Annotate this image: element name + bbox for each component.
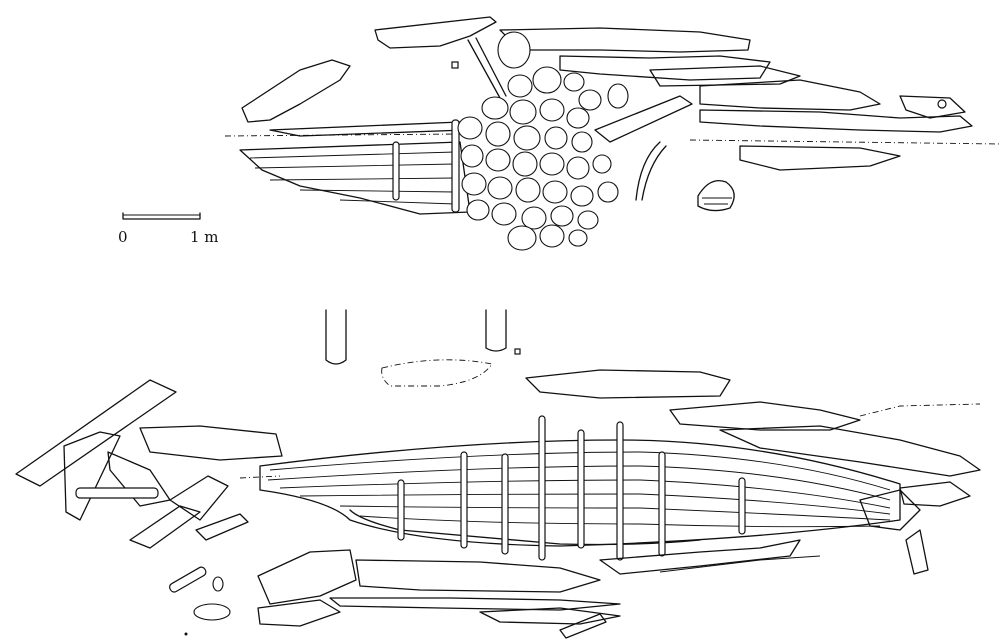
upper-baseline [224, 133, 1000, 145]
upper-plank-fragment [649, 65, 801, 87]
lower-stern-timber [905, 529, 929, 575]
lower-hull-strakes [267, 451, 891, 528]
upper-marker [451, 61, 459, 69]
upper-plank-fragment [374, 16, 497, 49]
upper-round-feature-lines [702, 197, 732, 205]
upper-plank-fragment [559, 55, 771, 81]
lower-plank-fragment [559, 613, 607, 639]
section-post [485, 309, 507, 352]
upper-plank-fragment [594, 95, 693, 143]
upper-plank-fragment [699, 109, 973, 133]
upper-pole [467, 37, 507, 99]
upper-frame-timber [392, 141, 400, 201]
lower-broken-timber [129, 505, 201, 549]
lower-stern-timber [899, 481, 971, 507]
stone-pile [457, 31, 629, 251]
lower-marker [514, 348, 521, 355]
hull-frame [397, 479, 405, 541]
hull-frame [538, 415, 546, 561]
lower-plank-fragment [139, 425, 283, 461]
scale-bar-start-label: 0 [118, 228, 128, 246]
hull-frame [460, 451, 468, 549]
lower-plank-fragment [669, 401, 861, 431]
scale-bar-line [122, 212, 201, 220]
lower-plank-fragment [599, 539, 801, 575]
hull-frame [658, 451, 666, 557]
lower-small-stone [212, 576, 224, 592]
lower-plank-fragment [329, 597, 621, 611]
lower-dashed-outline [381, 359, 493, 387]
upper-plank-fragment [899, 95, 966, 119]
upper-plank-fragment [699, 79, 881, 111]
upper-round-feature [697, 179, 735, 212]
lower-loose-peg [169, 566, 207, 593]
lower-dashed-line [859, 403, 981, 417]
lower-broken-timber [107, 451, 171, 507]
upper-plank-fragment [499, 27, 751, 53]
upper-plank-fragment [241, 59, 351, 123]
scale-bar: 0 1 m [118, 212, 219, 246]
lower-plank-fragment [719, 425, 981, 477]
lower-plank-fragment [257, 549, 357, 605]
lower-plank-fragment [525, 369, 731, 399]
upper-frame-timber [451, 119, 460, 213]
lower-stern-timber [859, 489, 921, 531]
lower-keel-strake [349, 509, 701, 546]
upper-plank-fragment [739, 145, 901, 171]
lower-loose-plank [75, 487, 159, 499]
hull-frame [738, 477, 746, 535]
lower-plan [15, 309, 981, 639]
hull-frame [616, 421, 624, 561]
lower-loose-line [659, 555, 821, 573]
lower-small-stone [193, 603, 231, 621]
lower-plank-fragment [257, 599, 341, 627]
lower-plank-fragment [355, 559, 601, 593]
scale-bar-end-label: 1 m [190, 228, 219, 246]
upper-plank-seams [249, 151, 456, 205]
lower-broken-timber [195, 513, 249, 541]
lower-broken-timber [15, 379, 177, 487]
lower-hull-frames [397, 415, 746, 561]
lower-plank-fragment [479, 607, 621, 625]
hull-frame [577, 429, 585, 549]
lower-broken-timber [169, 475, 229, 521]
lower-point [184, 632, 188, 636]
upper-curved-timber [635, 141, 667, 201]
upper-plan: 0 1 m [118, 16, 1000, 251]
upper-marker [937, 99, 947, 109]
lower-broken-timber [63, 431, 121, 521]
section-post [325, 309, 347, 365]
hull-frame [501, 453, 509, 555]
